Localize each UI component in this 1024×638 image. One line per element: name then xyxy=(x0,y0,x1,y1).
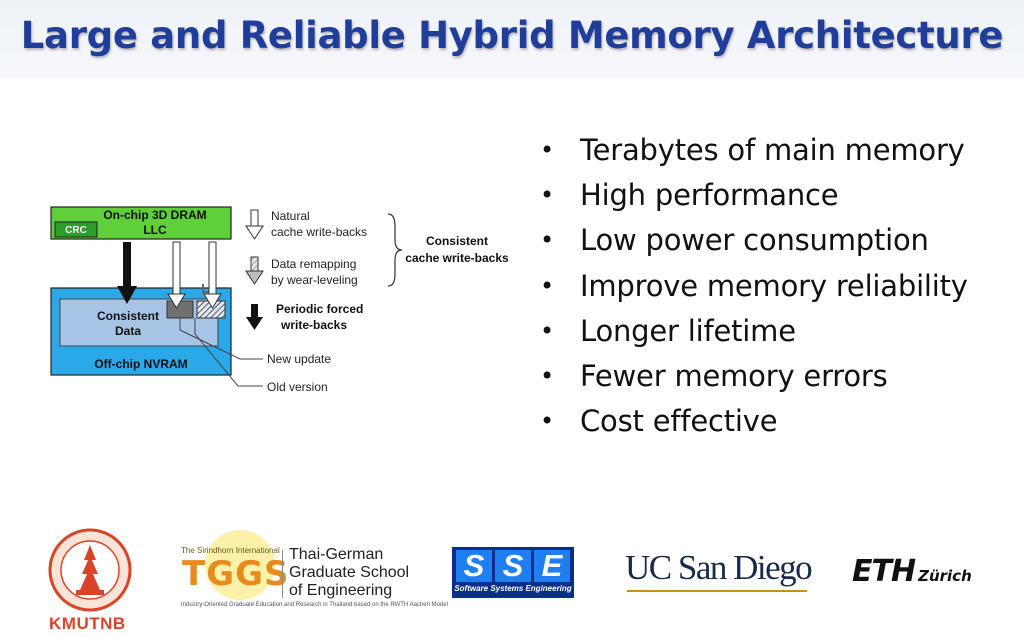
llc-label-line1: On-chip 3D DRAM xyxy=(103,208,206,222)
consistent-wb-line2: cache write-backs xyxy=(405,251,509,265)
bullet-dot: • xyxy=(540,361,554,390)
consistent-data-line2: Data xyxy=(115,324,141,338)
tggs-footer: Industry-Oriented Graduate Education and… xyxy=(181,602,448,608)
bullet-item: •Terabytes of main memory xyxy=(540,130,968,175)
sse-subtitle: Software Systems Engineering xyxy=(454,584,572,593)
tggs-small-text: The Sirindhorn International xyxy=(181,546,280,555)
legend-natural-line2: cache write-backs xyxy=(271,225,367,239)
legend-remap-shaft xyxy=(250,256,259,272)
logo-bar: KMUTNB The Sirindhorn International TGGS… xyxy=(0,520,1024,638)
natural-arrow-2-head xyxy=(203,293,222,309)
tggs-separator xyxy=(282,550,283,598)
tggs-name-line2: Graduate School xyxy=(289,564,410,581)
slide-title: Large and Reliable Hybrid Memory Archite… xyxy=(20,14,1004,57)
eth-logo-big: ETH xyxy=(852,554,916,589)
legend-remap-line2: by wear-leveling xyxy=(271,273,358,287)
bullet-dot: • xyxy=(540,407,554,436)
bullet-item: •Fewer memory errors xyxy=(540,356,968,401)
new-update-label: New update xyxy=(267,352,331,366)
crc-label: CRC xyxy=(65,225,87,236)
tggs-logo-text: TGGS xyxy=(182,554,290,594)
consistent-data-line1: Consistent xyxy=(97,309,159,323)
forced-arrow-head xyxy=(117,286,137,304)
bullet-dot: • xyxy=(540,271,554,300)
legend-forced-line2: write-backs xyxy=(280,318,347,332)
natural-arrow-2-shaft xyxy=(208,241,217,295)
hybrid-memory-diagram: On-chip 3D DRAM LLC CRC Consistent Data … xyxy=(50,206,509,394)
legend-remap-head xyxy=(245,270,264,285)
new-update-callout xyxy=(179,318,263,360)
sse-letter: E xyxy=(534,550,570,582)
legend-forced-shaft xyxy=(251,304,258,318)
legend-forced-line1: Periodic forced xyxy=(276,302,363,316)
bullet-dot: • xyxy=(540,226,554,255)
llc-label-line2: LLC xyxy=(143,223,167,237)
bullet-item: •Longer lifetime xyxy=(540,311,968,356)
bullet-item: •High performance xyxy=(540,175,968,220)
bullet-item: •Low power consumption xyxy=(540,220,968,265)
natural-arrow-1-head xyxy=(167,293,186,309)
sse-letter: S xyxy=(456,550,492,582)
legend-natural-shaft xyxy=(250,209,259,227)
kmutnb-seal-icon xyxy=(48,528,132,612)
bullet-dot: • xyxy=(540,181,554,210)
natural-arrow-1-shaft xyxy=(172,241,181,295)
legend-forced-head xyxy=(246,317,263,330)
legend-natural-line1: Natural xyxy=(271,209,310,223)
title-bar xyxy=(0,0,1024,78)
bullet-item: •Improve memory reliability xyxy=(540,266,968,311)
eth-logo-small: Zürich xyxy=(918,567,972,585)
legend-natural-head xyxy=(245,225,264,240)
bullet-dot: • xyxy=(540,316,554,345)
sse-logo: S S E Software Systems Engineering xyxy=(452,547,574,598)
legend-brace xyxy=(387,213,403,287)
kmutnb-label: KMUTNB xyxy=(49,614,126,633)
consistent-wb-line1: Consistent xyxy=(426,234,488,248)
bullet-dot: • xyxy=(540,136,554,164)
tggs-name-line1: Thai-German xyxy=(289,546,384,563)
nvram-label: Off-chip NVRAM xyxy=(94,357,187,371)
tggs-name-line3: of Engineering xyxy=(289,582,393,599)
ucsd-logo: UC San Diego xyxy=(625,548,813,587)
new-update-block xyxy=(166,300,194,319)
ucsd-underline xyxy=(627,590,807,592)
bullet-item: •Cost effective xyxy=(540,401,968,446)
old-version-label: Old version xyxy=(267,380,328,394)
sse-letter: S xyxy=(495,550,531,582)
legend-remap-line1: Data remapping xyxy=(271,257,356,271)
forced-arrow-shaft xyxy=(123,242,131,286)
tggs-sun-icon xyxy=(205,530,275,600)
crc-box xyxy=(54,221,98,238)
bullet-list: •Terabytes of main memory •High performa… xyxy=(540,130,968,446)
old-version-callout xyxy=(194,318,263,387)
